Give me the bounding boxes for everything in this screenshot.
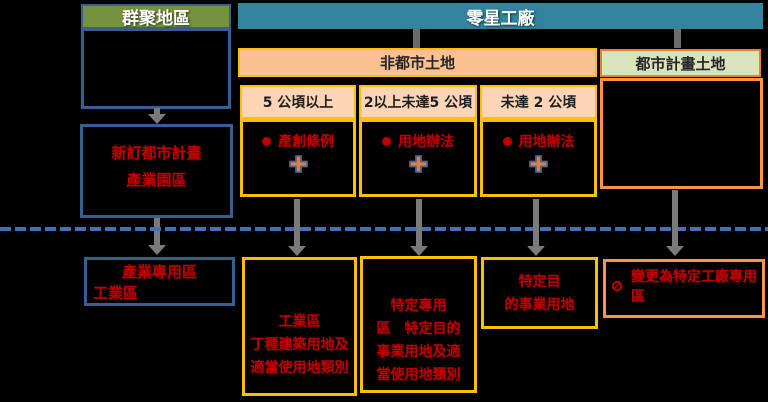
law-label: 用地辦法 xyxy=(518,134,575,150)
plus-icon xyxy=(528,154,549,174)
law-label: 用地辦法 xyxy=(398,134,454,150)
result-line: 適當使用地類別 xyxy=(250,360,349,376)
size-header-2-to-5ha: 2以上未達5 公頃 xyxy=(359,85,477,119)
result-line: 特定目 xyxy=(518,274,561,290)
plus-icon xyxy=(408,154,429,174)
arrow-stem xyxy=(416,199,422,246)
arrow-head xyxy=(148,114,166,124)
bullet-dot-icon xyxy=(262,136,271,146)
bullet-dot-icon xyxy=(502,136,512,146)
arrow-stem xyxy=(154,218,160,245)
law-box-2-to-5ha: 用地辦法 xyxy=(359,119,477,197)
cluster-area-header: 群聚地區 xyxy=(81,4,231,29)
arrow-stem xyxy=(533,199,539,246)
size-label: 未達 2 公頃 xyxy=(500,95,577,111)
urban-result-label: 變更為特定工廠專用區 xyxy=(631,269,757,305)
result-box-2-to-5ha: 特定專用 區 特定目的 事業用地及適 當使用地類別 xyxy=(360,256,477,393)
scattered-factory-header: 零星工廠 xyxy=(238,3,763,29)
arrow-head xyxy=(527,246,545,256)
down-arrow-icon xyxy=(526,199,546,256)
arrow-stem xyxy=(154,108,160,114)
result-line: 區 特定目的 xyxy=(376,321,461,337)
size-label: 2以上未達5 公頃 xyxy=(363,95,473,111)
scattered-factory-title: 零星工廠 xyxy=(466,8,535,29)
result-line: 當使用地類別 xyxy=(376,367,461,383)
urban-plan-body-box xyxy=(600,78,763,189)
down-arrow-icon xyxy=(409,199,429,256)
arrow-stem xyxy=(672,190,678,246)
size-header-over-5ha: 5 公頃以上 xyxy=(240,85,356,119)
arrow-head xyxy=(410,246,428,256)
law-label: 產創條例 xyxy=(278,134,334,150)
law-box-under-2ha: 用地辦法 xyxy=(480,119,597,197)
result-line: 特定專用 xyxy=(390,298,447,314)
connector-stub xyxy=(674,29,681,48)
connector-stub xyxy=(413,29,420,48)
result-left-line2: 工業區 xyxy=(93,284,139,302)
result-line: 丁種建築用地及 xyxy=(250,337,349,353)
down-arrow-icon xyxy=(147,108,167,124)
size-header-under-2ha: 未達 2 公頃 xyxy=(480,85,597,119)
cluster-area-body-box xyxy=(81,28,231,109)
bullet-dot-icon xyxy=(382,136,391,146)
arrow-head xyxy=(148,245,166,255)
new-urban-plan-line1: 新訂都市計畫 xyxy=(111,144,202,162)
down-arrow-icon xyxy=(287,199,307,256)
down-arrow-icon xyxy=(665,190,685,256)
law-box-over-5ha: 產創條例 xyxy=(240,119,356,197)
new-urban-plan-line2: 產業園區 xyxy=(126,171,187,189)
size-label: 5 公頃以上 xyxy=(262,95,334,111)
result-left-line1: 產業專用區 xyxy=(121,263,197,281)
result-line: 事業用地及適 xyxy=(376,344,461,360)
industrial-zone-result-box: 產業專用區 工業區 xyxy=(84,257,235,306)
arrow-head xyxy=(288,246,306,256)
result-box-under-2ha: 特定目 的事業用地 xyxy=(481,257,598,329)
circled-slash-bullet-icon xyxy=(611,280,623,292)
dashed-divider-line xyxy=(0,227,768,231)
arrow-stem xyxy=(294,199,300,246)
non-urban-land-title: 非都市土地 xyxy=(379,54,455,72)
plus-icon xyxy=(288,154,309,174)
non-urban-land-header: 非都市土地 xyxy=(238,48,597,77)
result-box-urban: 變更為特定工廠專用區 xyxy=(603,259,765,318)
result-line: 工業區 xyxy=(278,314,321,330)
result-line: 的事業用地 xyxy=(504,297,575,313)
cluster-area-title: 群聚地區 xyxy=(122,9,190,29)
new-urban-plan-box: 新訂都市計畫 產業園區 xyxy=(80,124,233,218)
result-box-over-5ha: 工業區 丁種建築用地及 適當使用地類別 xyxy=(242,257,357,396)
down-arrow-icon xyxy=(147,218,167,255)
urban-plan-land-header: 都市計畫土地 xyxy=(600,49,761,77)
urban-plan-land-title: 都市計畫土地 xyxy=(635,54,726,73)
arrow-head xyxy=(666,246,684,256)
